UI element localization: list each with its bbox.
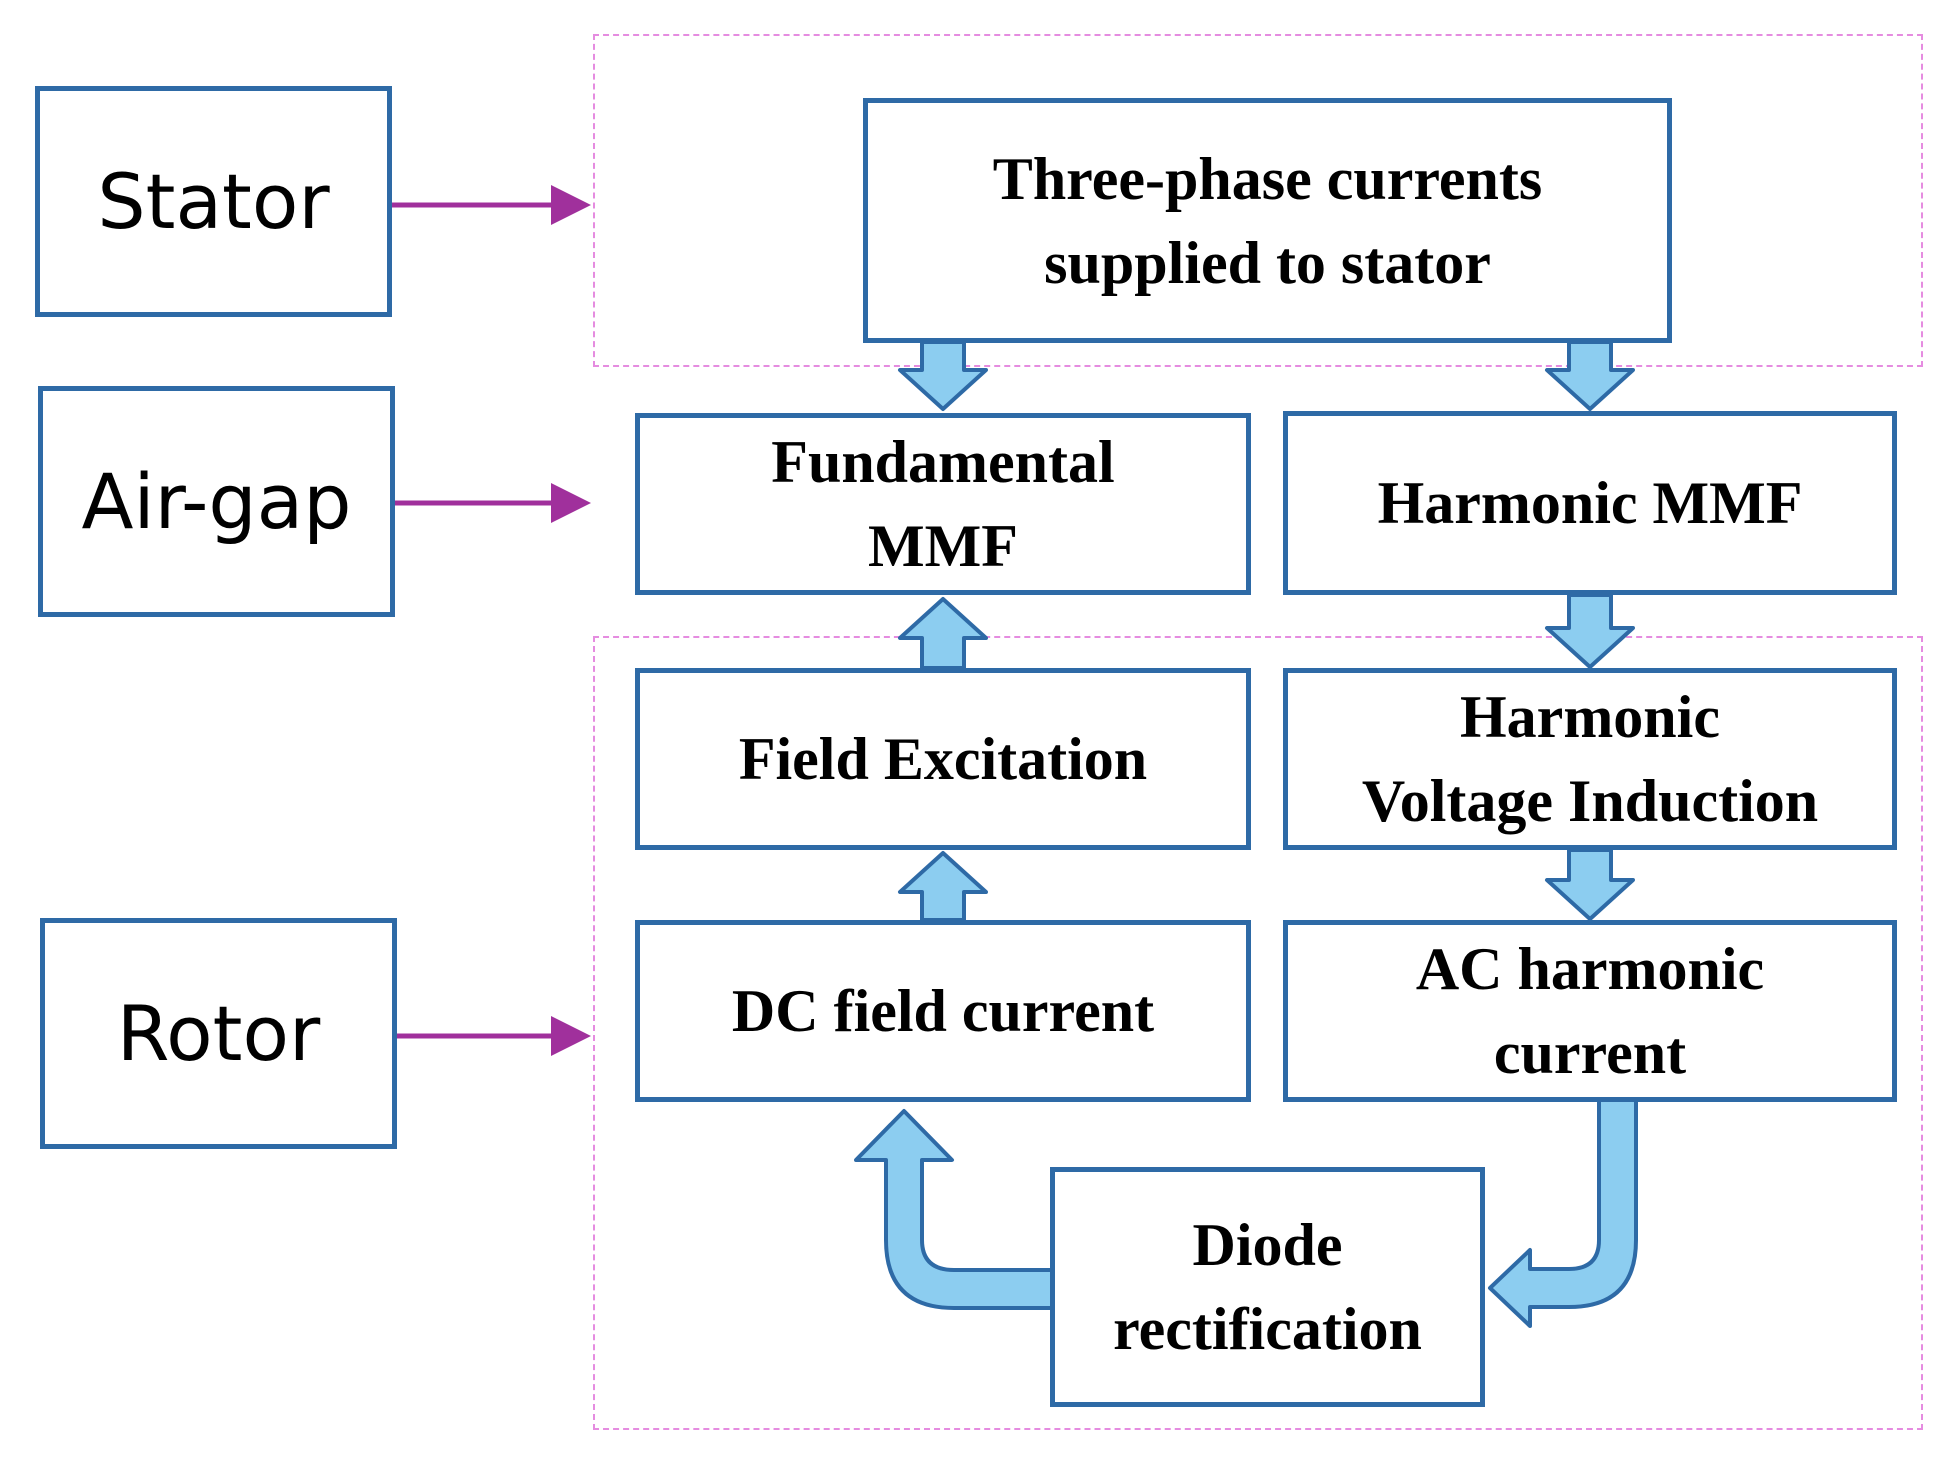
harmonic-mmf-block: Harmonic MMF	[1283, 411, 1897, 595]
field-excitation-text: Field Excitation	[738, 726, 1148, 792]
up-arrow-to-fundamental	[898, 597, 988, 670]
three-phase-block: Three-phase currents supplied to stator	[863, 98, 1672, 343]
diode-rectification-block: Diode rectification	[1050, 1167, 1485, 1407]
harmonic-mmf-text: Harmonic MMF	[1377, 470, 1803, 536]
rotor-label-box: Rotor	[40, 918, 397, 1149]
up-arrow-to-field-excitation	[898, 851, 988, 922]
dc-field-current-block: DC field current	[635, 920, 1251, 1102]
ac-harmonic-current-block: AC harmonic current	[1283, 920, 1897, 1102]
down-arrow-to-harmonic-voltage	[1545, 593, 1635, 669]
down-arrow-to-fundamental	[898, 340, 988, 411]
ac-harmonic-current-text: AC harmonic current	[1415, 936, 1765, 1086]
fundamental-mmf-text: Fundamental MMF	[771, 429, 1115, 579]
down-arrow-to-harmonic-mmf	[1545, 340, 1635, 411]
rotor-label: Rotor	[116, 989, 321, 1078]
stator-label: Stator	[97, 157, 330, 246]
field-excitation-block: Field Excitation	[635, 668, 1251, 850]
airgap-label-box: Air-gap	[38, 386, 395, 617]
diode-rectification-text: Diode rectification	[1113, 1212, 1422, 1362]
fundamental-mmf-block: Fundamental MMF	[635, 413, 1251, 595]
curved-arrow-to-dc-current	[854, 1109, 1056, 1310]
airgap-label: Air-gap	[81, 457, 352, 546]
rotor-region	[593, 636, 1923, 1430]
stator-label-box: Stator	[35, 86, 392, 317]
curved-arrow-to-diode	[1488, 1098, 1638, 1328]
harmonic-voltage-text: Harmonic Voltage Induction	[1361, 684, 1819, 834]
dc-field-current-text: DC field current	[731, 978, 1155, 1044]
stator-region	[593, 34, 1923, 367]
harmonic-voltage-block: Harmonic Voltage Induction	[1283, 668, 1897, 850]
down-arrow-to-ac-current	[1545, 848, 1635, 921]
three-phase-text: Three-phase currents supplied to stator	[992, 145, 1543, 296]
